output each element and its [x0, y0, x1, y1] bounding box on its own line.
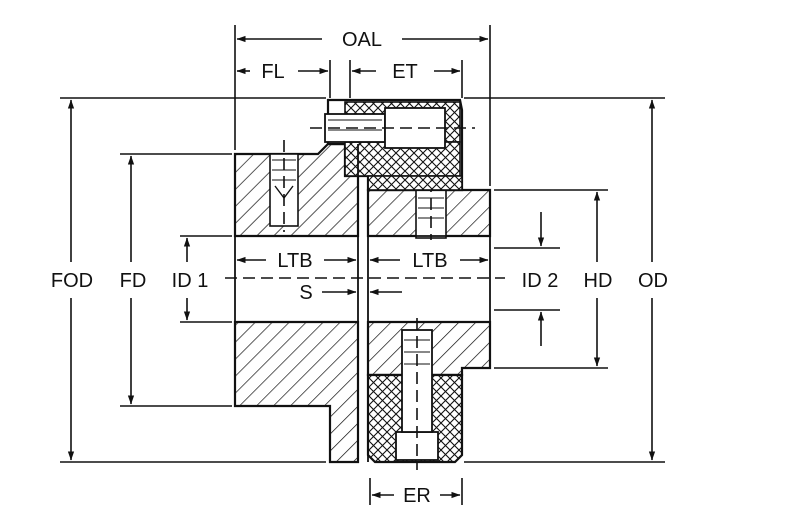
dim-fd: FD — [120, 155, 147, 405]
label-oal: OAL — [342, 29, 382, 51]
dim-ltb-left: LTB — [236, 250, 357, 272]
dim-id2: ID 2 — [522, 212, 559, 346]
dim-s: S — [299, 282, 402, 304]
label-id2: ID 2 — [522, 270, 559, 292]
label-er: ER — [403, 485, 431, 507]
dim-et: ET — [351, 61, 461, 83]
label-ltb-right: LTB — [412, 250, 447, 272]
left-hub — [233, 140, 360, 464]
label-ltb-left: LTB — [277, 250, 312, 272]
label-hd: HD — [584, 270, 613, 292]
dim-id1: ID 1 — [172, 237, 209, 321]
dim-er: ER — [371, 485, 461, 507]
label-od: OD — [638, 270, 668, 292]
dim-fod: FOD — [51, 99, 93, 461]
label-et: ET — [392, 61, 418, 83]
label-fl: FL — [261, 61, 284, 83]
dim-fl: FL — [236, 61, 329, 83]
dim-oal: OAL — [236, 29, 489, 51]
dim-hd: HD — [584, 191, 613, 367]
dim-od: OD — [638, 99, 668, 461]
label-s: S — [299, 282, 312, 304]
bore-lines — [225, 144, 505, 462]
dim-ltb-right: LTB — [369, 250, 489, 272]
label-fod: FOD — [51, 270, 93, 292]
label-fd: FD — [120, 270, 147, 292]
elastomer-element-upper — [310, 98, 475, 192]
extension-lines — [60, 25, 665, 505]
label-id1: ID 1 — [172, 270, 209, 292]
